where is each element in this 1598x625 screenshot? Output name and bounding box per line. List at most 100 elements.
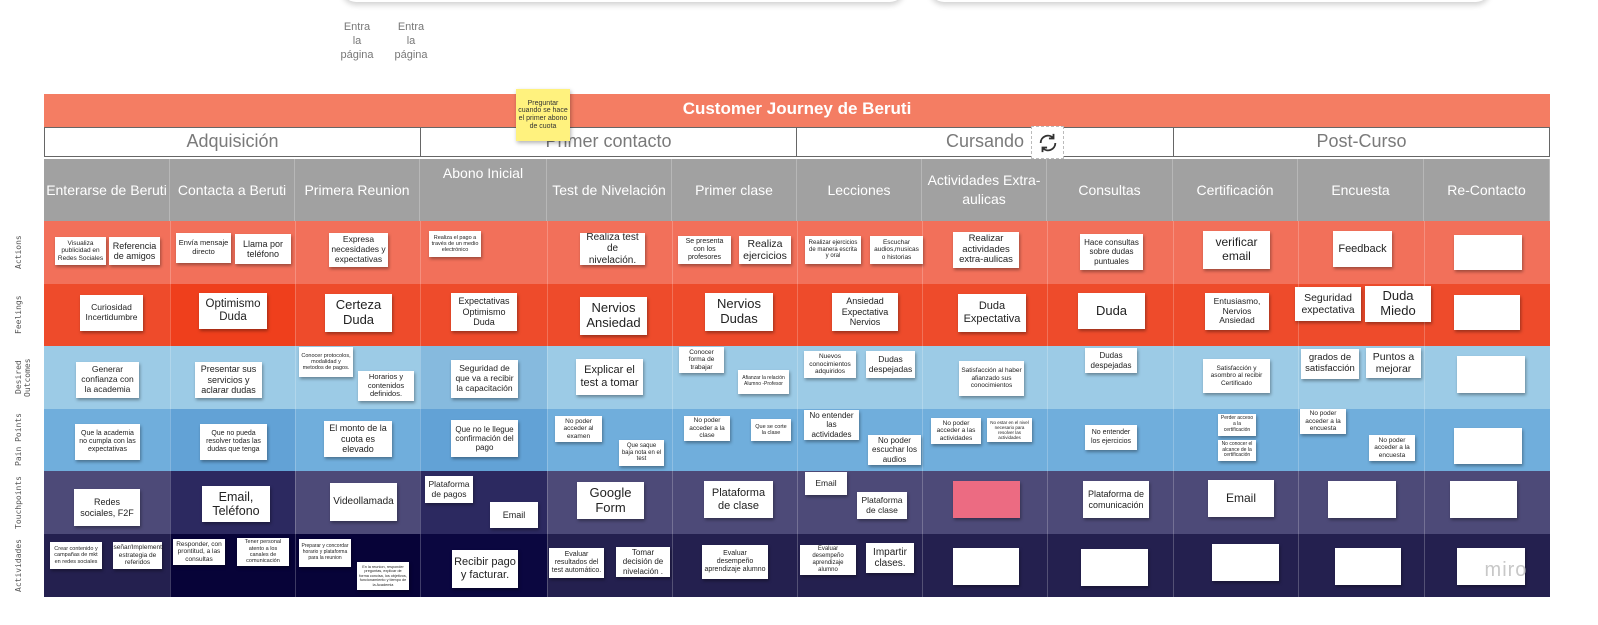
note[interactable]: Realiza test de nivelación. — [580, 233, 645, 265]
phase-adquisicion[interactable]: Adquisición — [44, 127, 421, 157]
note[interactable]: Nervios Ansiedad — [580, 297, 647, 335]
note[interactable]: Plataforma de clase — [857, 492, 907, 519]
note[interactable]: Duda Expectativa — [958, 294, 1026, 332]
note[interactable]: No estar en el nivel necesario para reso… — [987, 418, 1032, 442]
board-title[interactable]: Customer Journey de Beruti — [44, 94, 1550, 127]
note[interactable]: Presentar sus servicios y aclarar dudas — [195, 362, 262, 398]
note[interactable]: Nervios Dudas — [705, 293, 773, 331]
note[interactable]: Responder, con prontitud, a las consulta… — [173, 539, 225, 565]
note[interactable]: Optimismo Duda — [199, 293, 267, 329]
note[interactable]: Plataforma de pagos — [425, 476, 473, 503]
note[interactable]: Hace consultas sobre dudas puntuales — [1080, 234, 1143, 270]
note[interactable]: Generar confianza con la academia — [76, 362, 139, 398]
note[interactable]: Plataforma de comunicación — [1083, 481, 1149, 518]
note[interactable]: Satisfacción al haber afianzado sus cono… — [959, 361, 1024, 396]
note[interactable]: Dudas despejadas — [1085, 348, 1137, 373]
note[interactable]: Evaluar resultados del test automático. — [549, 548, 604, 578]
note[interactable]: No poder acceder al examen — [555, 416, 602, 442]
note[interactable]: Que no le llegue confirmación del pago — [451, 420, 518, 457]
note[interactable]: Visualiza publicidad en Redes Sociales — [55, 237, 106, 265]
note[interactable]: Impartir clases. — [866, 543, 914, 573]
note[interactable] — [1457, 356, 1525, 393]
column-header[interactable]: Test de Nivelación — [547, 159, 672, 221]
note[interactable] — [1212, 544, 1279, 581]
note[interactable] — [1335, 548, 1401, 585]
note[interactable]: Crear contenido y campañas de mkt en red… — [50, 542, 102, 569]
note[interactable]: Duda — [1078, 293, 1145, 329]
note[interactable]: No poder acceder a las actividades — [931, 418, 981, 444]
note[interactable]: Preparar y concordar horario y plataform… — [299, 539, 351, 567]
note[interactable]: No entender las actividades — [804, 410, 859, 440]
note[interactable] — [1081, 549, 1148, 586]
column-header[interactable]: Consultas — [1047, 159, 1173, 221]
note[interactable]: Horarios y contenidos definidos. — [358, 371, 414, 401]
note[interactable]: En la reunion, responder preguntas, expl… — [357, 562, 409, 590]
note[interactable]: Nuevos conocimientos adquiridos — [804, 351, 856, 378]
note[interactable]: verificar email — [1203, 231, 1270, 269]
note[interactable]: Entusiasmo, Nervios Ansiedad — [1205, 293, 1269, 330]
note[interactable]: Plataforma de clase — [704, 481, 773, 518]
note[interactable]: Explicar el test a tomar — [576, 359, 643, 395]
column-header[interactable]: Lecciones — [797, 159, 922, 221]
note[interactable]: Tomar decisión de nivelación . — [616, 547, 670, 577]
note[interactable]: Expresa necesidades y expectativas — [329, 233, 388, 267]
note[interactable]: Email — [490, 502, 538, 528]
note[interactable]: Redes sociales, F2F — [74, 489, 140, 526]
note[interactable]: Realiza ejercicios — [739, 236, 791, 264]
note[interactable]: Realiza el pago a través de un medio ele… — [429, 231, 481, 257]
note[interactable] — [1454, 235, 1522, 270]
note[interactable]: No entender los ejercicios — [1085, 425, 1137, 450]
note[interactable]: Que no pueda resolver todas las dudas qu… — [200, 424, 267, 460]
note[interactable] — [1328, 481, 1396, 518]
note[interactable]: No poder acceder a la encuesta — [1300, 409, 1346, 434]
note[interactable]: Email, Teléfono — [202, 486, 270, 522]
column-header[interactable]: Actividades Extra-aulicas — [922, 159, 1047, 221]
phase-post-curso[interactable]: Post-Curso — [1173, 127, 1550, 157]
phase-cursando[interactable]: Cursando — [796, 127, 1174, 157]
note[interactable]: Feedback — [1333, 231, 1392, 267]
note[interactable]: Llama por teléfono — [235, 234, 291, 264]
note[interactable]: Que saque baja nota en el test — [619, 440, 664, 466]
note[interactable] — [1457, 548, 1525, 585]
column-header[interactable]: Encuesta — [1298, 159, 1424, 221]
note[interactable]: Recibir pago y facturar. — [452, 550, 518, 588]
note[interactable]: Afianzar la relación Alumno -Profesor — [738, 370, 789, 394]
note[interactable]: Tener personal atento a los canales de c… — [237, 538, 289, 566]
note[interactable]: Evaluar desempeño aprendizaje alumno — [800, 545, 856, 575]
note[interactable] — [953, 481, 1020, 518]
note[interactable]: grados de satisfacción — [1301, 349, 1359, 379]
sticky-note[interactable]: Preguntar cuando se hace el primer abono… — [516, 89, 570, 141]
note[interactable] — [953, 548, 1019, 585]
note[interactable]: Escuchar audios,musicas o historias — [870, 236, 923, 264]
column-header[interactable]: Abono Inicial — [420, 159, 547, 221]
note[interactable]: Satisfacción y asombro al recibir Certif… — [1203, 359, 1270, 393]
note[interactable]: Seguridad de que va a recibir la capacit… — [451, 360, 518, 398]
note[interactable]: Videollamada — [330, 483, 397, 521]
note[interactable]: No conocer el alcance de la certificació… — [1218, 440, 1256, 461]
note[interactable]: Ansiedad Expectativa Nervios — [832, 293, 898, 331]
note[interactable]: Perder acceso a la certificación — [1218, 414, 1256, 436]
note[interactable]: Realizar actividades extra-aulicas — [953, 232, 1019, 268]
column-header[interactable]: Certificación — [1173, 159, 1298, 221]
refresh-icon[interactable] — [1031, 126, 1064, 159]
note[interactable]: El monto de la cuota es elevado — [324, 421, 392, 457]
note[interactable]: No poder acceder a la clase — [684, 416, 730, 441]
note[interactable]: Que la academia no cumpla con las expect… — [75, 424, 140, 460]
note[interactable]: No poder escuchar los audios — [868, 435, 921, 465]
column-header[interactable]: Enterarse de Beruti — [44, 159, 170, 221]
column-header[interactable]: Primer clase — [672, 159, 797, 221]
note[interactable]: Diseñar/Implementar estrategia de referi… — [113, 542, 162, 569]
note[interactable]: No poder acceder a la encuesta — [1369, 435, 1415, 461]
note[interactable]: Seguridad expectativa — [1295, 287, 1361, 321]
note[interactable]: Envía mensaje directo — [176, 233, 231, 263]
note[interactable]: Duda Miedo — [1365, 286, 1431, 322]
note[interactable]: Email — [1208, 480, 1274, 517]
note[interactable] — [1450, 481, 1517, 518]
column-header[interactable]: Contacta a Beruti — [170, 159, 295, 221]
note[interactable]: Certeza Duda — [325, 294, 392, 332]
note[interactable]: Conocer protocolos, modalidad y metodos … — [299, 347, 353, 377]
note[interactable] — [1454, 428, 1522, 464]
note[interactable]: Realizar ejercicios de manera escrita y … — [805, 236, 861, 264]
column-header[interactable]: Re-Contacto — [1424, 159, 1550, 221]
column-header[interactable]: Primera Reunion — [295, 159, 420, 221]
